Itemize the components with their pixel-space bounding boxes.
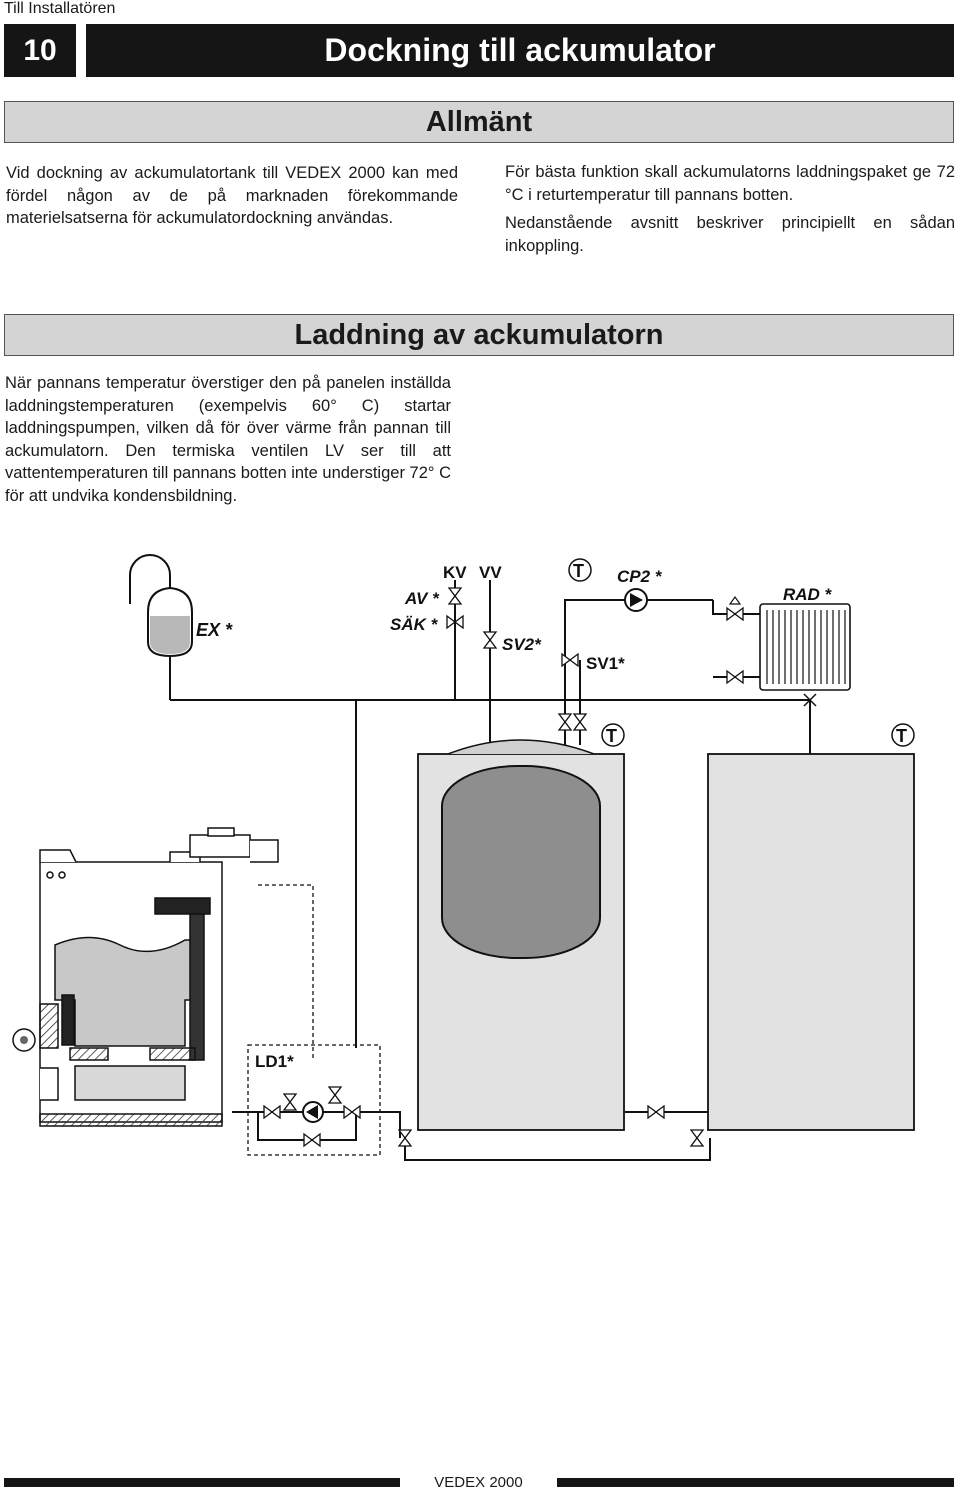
label-t-3: T xyxy=(896,726,907,746)
label-av: AV * xyxy=(404,589,440,608)
section-heading-general: Allmänt xyxy=(4,101,954,143)
label-kv: KV xyxy=(443,563,467,582)
footer-rule-left xyxy=(4,1478,400,1487)
general-right-paragraph-1: För bästa funktion skall ackumulatorns l… xyxy=(505,163,955,204)
footer-rule-right xyxy=(557,1478,954,1487)
accumulator-tank-2 xyxy=(707,753,915,1131)
label-sv1: SV1* xyxy=(586,654,625,673)
label-cp2: CP2 * xyxy=(617,567,663,586)
section-heading-charging: Laddning av ackumulatorn xyxy=(4,314,954,356)
boiler xyxy=(39,827,279,1127)
label-rad: RAD * xyxy=(783,585,833,604)
piping-diagram: EX * KV VV AV * SÄK * SV2* T CP2 * RAD *… xyxy=(12,554,915,1161)
label-t-2: T xyxy=(606,726,617,746)
label-sv2: SV2* xyxy=(502,635,542,654)
label-t-1: T xyxy=(573,561,584,581)
page-title: Dockning till ackumulator xyxy=(86,24,954,77)
radiator xyxy=(759,603,851,691)
general-right-paragraph-2: Nedanstående avsnitt beskriver principie… xyxy=(505,214,955,255)
label-ld1: LD1* xyxy=(255,1052,294,1071)
label-vv: VV xyxy=(479,563,502,582)
accumulator-tank-1 xyxy=(417,739,625,1131)
footer-brand: VEDEX 2000 xyxy=(434,1474,523,1491)
label-ex: EX * xyxy=(196,620,233,640)
label-sak: SÄK * xyxy=(390,615,439,634)
general-left-paragraph: Vid dockning av ackumulatortank till VED… xyxy=(6,164,458,227)
page-number: 10 xyxy=(4,24,76,77)
running-head: Till Installatören xyxy=(4,0,116,17)
charging-paragraph: När pannans temperatur överstiger den på… xyxy=(5,374,451,505)
